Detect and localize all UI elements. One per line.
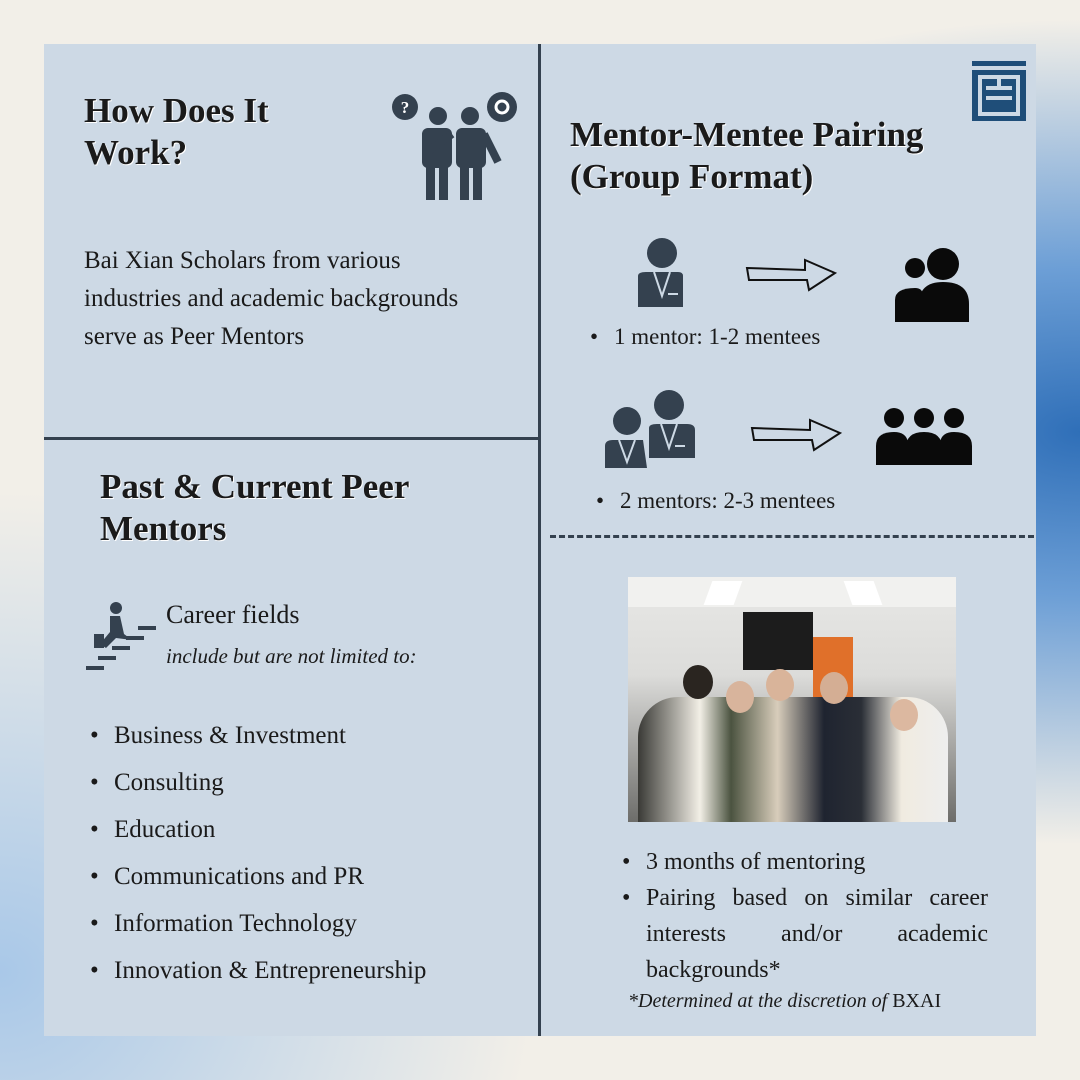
mentees-group-icon [895,248,969,322]
group-photo [628,577,956,822]
footnote-org: BXAI [892,990,942,1012]
list-item: Information Technology [88,900,426,947]
arrow-icon [750,418,843,452]
career-fields-list: Business & Investment Consulting Educati… [88,712,426,994]
bxai-logo [972,61,1026,121]
dashed-divider [550,535,1034,538]
arrow-icon [745,258,838,292]
footnote-text: *Determined at the discretion of [628,990,888,1012]
pairing-list-1: 1 mentor: 1-2 mentees [588,318,820,356]
career-stairs-icon [86,602,156,670]
svg-text:?: ? [401,98,410,117]
two-mentors-icon [605,390,695,468]
career-fields-sub: include but are not limited to: [166,644,417,668]
pairing-title: Mentor-Mentee Pairing (Group Format) [570,115,924,196]
list-item: Education [88,806,426,853]
pairing-list-2: 2 mentors: 2-3 mentees [594,482,835,520]
list-item: Pairing based on similar career interest… [620,880,988,988]
footnote: *Determined at the discretion of BXAI [628,990,941,1013]
list-item: Innovation & Entrepreneurship [88,947,426,994]
career-fields-label: Career fields [166,600,300,629]
vertical-divider [538,44,541,1036]
peer-mentors-title: Past & Current Peer Mentors [100,467,409,548]
list-item: Consulting [88,759,426,806]
how-it-works-description: Bai Xian Scholars from various industrie… [84,247,459,350]
mentor-icon [638,238,683,307]
how-it-works-title: How Does It Work? [84,91,269,172]
program-details-list: 3 months of mentoring Pairing based on s… [620,844,988,988]
mentoring-people-icon: ? [392,92,517,200]
list-item: 1 mentor: 1-2 mentees [588,318,820,356]
list-item: 3 months of mentoring [620,844,988,880]
list-item: Communications and PR [88,853,426,900]
list-item: Business & Investment [88,712,426,759]
list-item: 2 mentors: 2-3 mentees [594,482,835,520]
horizontal-divider [44,437,540,440]
three-mentees-icon [876,408,972,465]
